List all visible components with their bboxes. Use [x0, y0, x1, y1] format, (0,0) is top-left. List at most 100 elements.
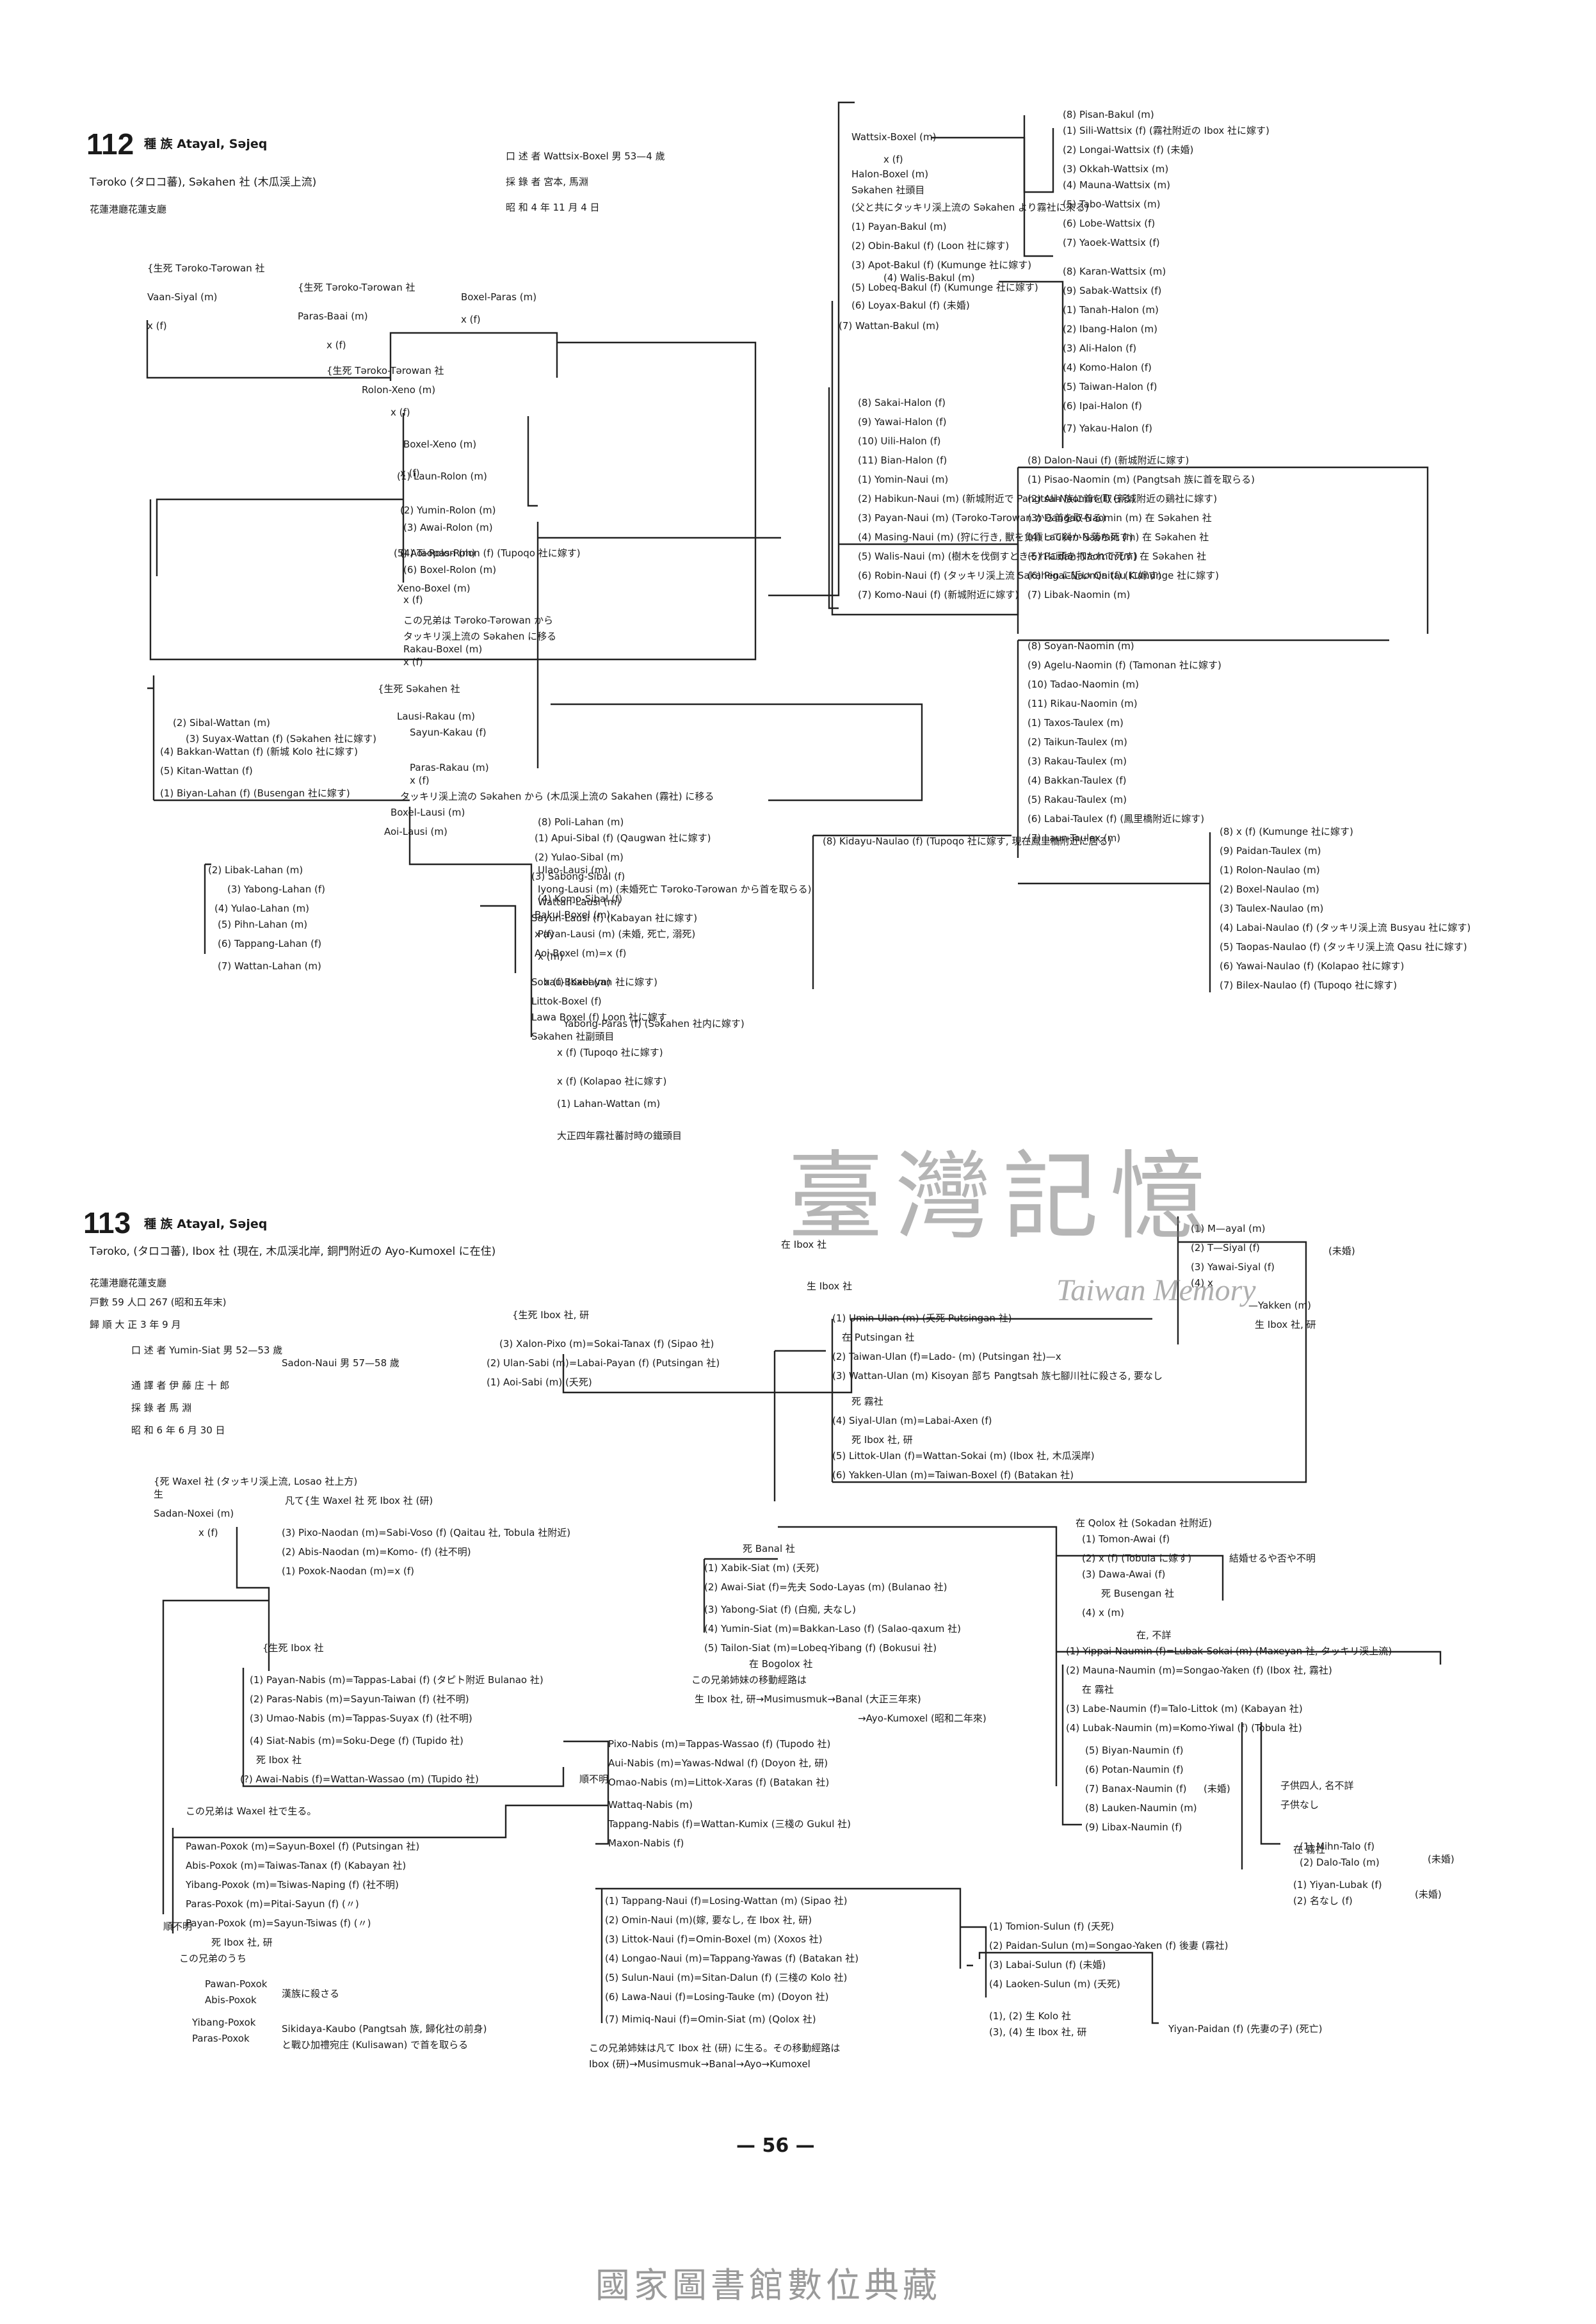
genealogy-113-entry: Pixo-Nabis (m)=Tappas-Wassao (f) (Tupodo… [608, 1738, 831, 1750]
genealogy-112-entry: (6) Robin-Naui (f) (タッキリ渓上流 Sakahen に近い … [858, 570, 1162, 581]
genealogy-112-entry: Sobau-Boxel (m) [531, 976, 611, 988]
genealogy-112-entry: x (f) [535, 928, 554, 940]
genealogy-112-entry: Xeno-Boxel (m) [397, 583, 471, 594]
genealogy-112-entry: (4) Mauna-Wattsix (m) [1063, 179, 1170, 191]
entry-subtitle-113: Tәroko, (タロコ蕃), Ibox 社 (現在, 木瓜渓北岸, 銅門附近の… [90, 1245, 496, 1258]
genealogy-113-entry: この兄弟姉妹の移動經路は [691, 1674, 807, 1686]
line-113-naui [595, 1887, 962, 2023]
genealogy-113-entry: (2) Abis-Naodan (m)=Komo- (f) (社不明) [282, 1546, 471, 1558]
genealogy-113-entry: (4) x (m) [1082, 1607, 1124, 1618]
genealogy-113-entry: (3) Littok-Naui (f)=Omin-Boxel (m) (Xoxo… [605, 1933, 823, 1945]
genealogy-112-entry: Sәkahen 社副頭目 [531, 1031, 615, 1042]
genealogy-113-entry: Payan-Poxok (m)=Sayun-Tsiwas (f) (〃) [186, 1917, 371, 1929]
genealogy-112-entry: (1) Pisao-Naomin (m) (Pangtsah 族に首を取らる) [1028, 474, 1255, 485]
line-113-banal [778, 1526, 1058, 1786]
genealogy-113-entry: この兄弟のうち [179, 1953, 247, 1964]
genealogy-112-entry: (5) Aoi-Rolon (m) [394, 547, 476, 559]
genealogy-112-entry: Sәkahen 社頭目 [851, 184, 925, 196]
genealogy-113-entry: x (f) [198, 1527, 218, 1538]
genealogy-112-entry: Littok-Boxel (f) [531, 996, 602, 1007]
genealogy-112-entry: (1) Lahan-Wattan (m) [557, 1098, 661, 1110]
genealogy-112-entry: (1) Apui-Sibal (f) (Qaugwan 社に嫁す) [535, 832, 711, 844]
genealogy-113-entry: 死 Busengan 社 [1101, 1588, 1175, 1599]
genealogy-112-entry: (1) Yomin-Naui (m) [858, 474, 949, 485]
genealogy-112-entry: (3) Sabong-Sibal (f) [531, 871, 625, 882]
genealogy-112-entry: (4) Taopas-Rolon (f) (Tupoqo 社に嫁す) [400, 547, 581, 559]
genealogy-112-entry: (2) Habikun-Naui (m) (新城附近で Pangtsah 族に首… [858, 493, 1135, 504]
genealogy-112-entry: (2) Obin-Bakul (f) (Loon 社に嫁す) [851, 240, 1010, 252]
genealogy-113-entry: (未婚) [1415, 1889, 1442, 1900]
line-112-boxel [768, 101, 855, 597]
genealogy-113-entry: Tappang-Nabis (f)=Wattan-Kumix (三棧の Guku… [608, 1818, 851, 1830]
genealogy-113-entry: (1) Poxok-Naodan (m)=x (f) [282, 1565, 415, 1577]
genealogy-113-entry: (6) Lawa-Naui (f)=Losing-Tauke (m) (Doyo… [605, 1991, 829, 2003]
genealogy-112-entry: (7) Komo-Naui (f) (新城附近に嫁す) [858, 589, 1019, 601]
entry-number-112: 112 [86, 127, 134, 161]
genealogy-113-entry: (?) Awai-Nabis (f)=Wattan-Wassao (m) (Tu… [240, 1773, 479, 1785]
genealogy-112-entry: x (f) [883, 154, 903, 165]
genealogy-113-entry: Omao-Nabis (m)=Littok-Xaras (f) (Batakan… [608, 1777, 830, 1788]
genealogy-113-entry: 在 霧社 [1293, 1844, 1325, 1855]
genealogy-112-entry: {生死 Tәroko-Tәrowan 社 [298, 282, 415, 293]
genealogy-113-entry: 凡て{生 Waxel 社 死 Ibox 社 (研) [285, 1495, 433, 1506]
genealogy-112-entry: (1) Rolon-Naulao (m) [1220, 864, 1320, 876]
genealogy-113-entry: (4) Yumin-Siat (m)=Bakkan-Laso (f) (Sala… [704, 1623, 961, 1634]
genealogy-113-entry: (1) Yippai-Naumin (f)=Lubak-Sokai (m) (M… [1066, 1645, 1392, 1657]
line-112-naomin [1017, 639, 1389, 858]
entry-title-112: 種 族 Atayal, Sәjeq [144, 137, 268, 151]
genealogy-112-entry: (3) Ali-Halon (f) [1063, 343, 1137, 354]
genealogy-112-entry: Wattsix-Boxel (m) [851, 131, 937, 143]
line-113-poxok [172, 1804, 608, 1933]
entry-number-113: 113 [83, 1206, 131, 1239]
genealogy-112-entry: (1) Payan-Bakul (m) [851, 221, 947, 232]
genealogy-112-entry: x (f) [147, 320, 167, 332]
genealogy-112-entry: (4) Walis-Bakul (m) [883, 272, 975, 284]
line-113-ulan [773, 1319, 834, 1501]
line-112-children-rolon [527, 416, 538, 507]
genealogy-113-entry: (2) Mauna-Naumin (m)=Songao-Yaken (f) (I… [1066, 1665, 1332, 1676]
watermark-cjk: 臺灣記憶 [787, 1142, 1218, 1253]
genealogy-113-entry: (4) Siat-Nabis (m)=Soku-Dege (f) (Tupido… [250, 1735, 463, 1747]
submission-113: 歸 順 大 正 3 年 9 月 [90, 1319, 181, 1330]
line-112-lahan-kids [204, 863, 211, 954]
genealogy-112-entry: Payan-Lausi (m) (未婚, 死亡, 溺死) [538, 928, 696, 940]
genealogy-112-entry: Ulao-Lausi (m) [538, 864, 608, 876]
genealogy-113-entry: (1) Mihn-Talo (f) [1300, 1841, 1375, 1852]
genealogy-112-entry: (8) Poli-Lahan (m) [538, 816, 624, 828]
genealogy-112-entry: x (f) (Tupoqo 社に嫁す) [557, 1047, 663, 1058]
line-113-top [562, 1318, 1152, 1394]
genealogy-112-entry: Aoi-Boxel (m)=x (f) [535, 948, 627, 959]
genealogy-113-entry: 在 Putsingan 社 [842, 1332, 915, 1343]
genealogy-113-entry: (2) Ulan-Sabi (m)=Labai-Payan (f) (Putsi… [487, 1357, 720, 1369]
line-112-left [147, 675, 410, 802]
genealogy-112-entry: (2) Ibang-Halon (m) [1063, 323, 1158, 335]
genealogy-112-entry: Bakul-Boxel (m) [535, 909, 611, 921]
line-112-lausi [536, 522, 781, 768]
genealogy-113-entry: (未婚) [1328, 1245, 1355, 1257]
genealogy-112-entry: (2) Sibal-Wattan (m) [173, 717, 270, 729]
genealogy-112-entry: (4) Bakkan-Wattan (f) (新城 Kolo 社に嫁す) [160, 746, 359, 757]
genealogy-113-entry: (未婚) [1428, 1853, 1455, 1865]
line-113-paidan [978, 1951, 1159, 2024]
date-113: 昭 和 6 年 6 月 30 日 [131, 1424, 225, 1436]
genealogy-112-entry: (6) Yawai-Naulao (f) (Kolapao 社に嫁す) [1220, 960, 1405, 972]
genealogy-113-entry: (1) Yiyan-Lubak (f) [1293, 1879, 1382, 1891]
genealogy-113-entry: (3) Dawa-Awai (f) [1082, 1569, 1166, 1580]
genealogy-112-entry: (2) Yulao-Sibal (m) [535, 851, 624, 863]
genealogy-113-entry: Sikidaya-Kaubo (Pangtsah 族, 歸化社の前身) [282, 2023, 487, 2035]
genealogy-113-entry: (3) Yawai-Siyal (f) [1191, 1261, 1275, 1273]
genealogy-112-entry: (5) Taiwan-Halon (f) [1063, 381, 1157, 392]
genealogy-112-entry: (3) Payan-Naui (m) (Tәroko-Tәrowan から首を取… [858, 512, 1106, 524]
genealogy-112-entry: (9) Agelu-Naomin (f) (Tamonan 社に嫁す) [1028, 659, 1221, 671]
genealogy-112-entry: (1) Taxos-Taulex (m) [1028, 717, 1124, 729]
genealogy-113-entry: 生 Ibox 社, 研 [1255, 1319, 1316, 1330]
genealogy-112-entry: Halon-Boxel (m) [851, 168, 929, 180]
genealogy-113-entry: (7) Banax-Naumin (f) [1085, 1783, 1187, 1795]
genealogy-113-entry: 死 Ibox 社 [256, 1754, 302, 1766]
genealogy-113-entry: (2) 名なし (f) [1293, 1895, 1353, 1907]
narrator-113: 口 述 者 Yumin-Siat 男 52—53 歲 [131, 1344, 283, 1356]
genealogy-112-entry: (10) Uili-Halon (f) [858, 435, 941, 447]
line-112-bakul-kids [1023, 115, 1053, 257]
genealogy-113-entry: (3) Labe-Naumin (f)=Talo-Littok (m) (Kab… [1066, 1703, 1303, 1715]
genealogy-112-entry: (1) Laun-Rolon (m) [397, 471, 487, 482]
